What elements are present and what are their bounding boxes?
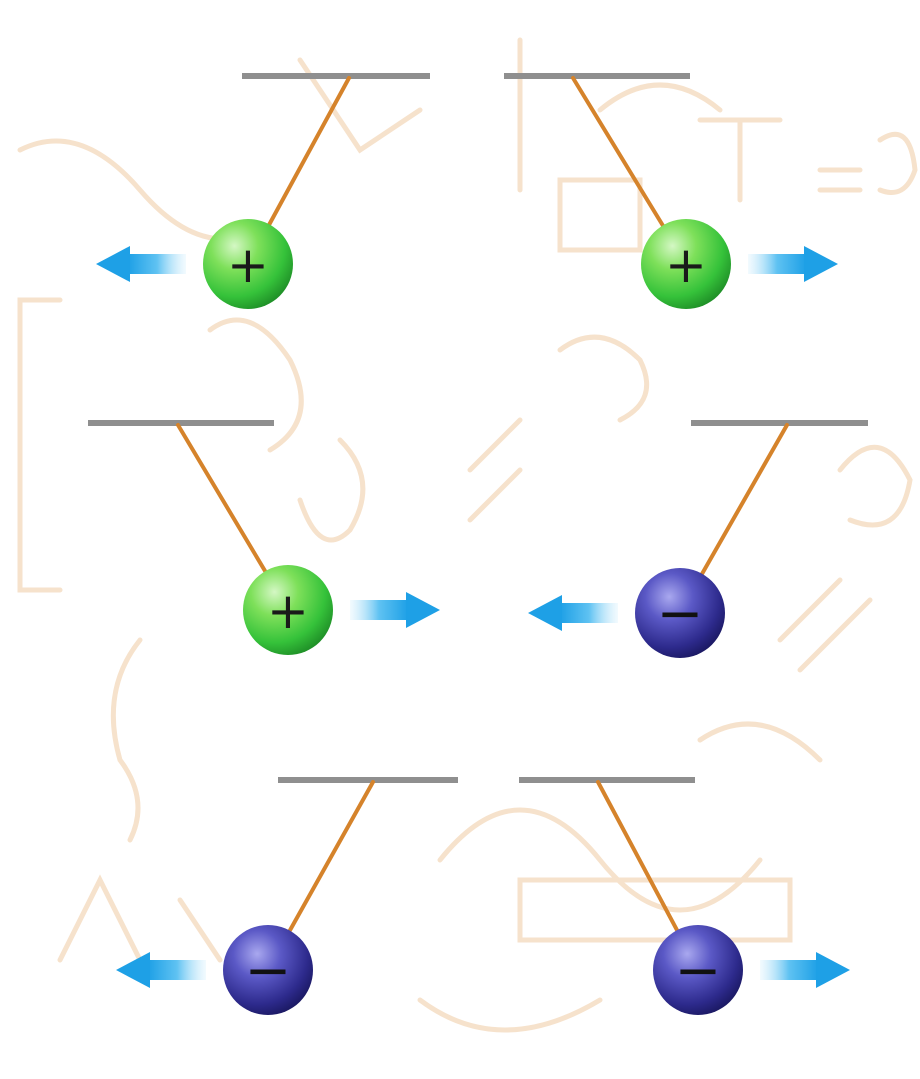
negative-charge-pendulum: − — [528, 420, 868, 658]
scene-2-attract: +− — [88, 420, 868, 658]
positive-charge-pendulum: + — [96, 73, 430, 309]
pendulum-string — [286, 780, 375, 935]
positive-charge-ball — [203, 219, 293, 309]
force-arrow-right — [748, 246, 838, 282]
arrow-head — [96, 246, 130, 282]
force-arrow-left — [116, 952, 206, 988]
force-arrow-right — [760, 952, 850, 988]
pendulum-string — [571, 76, 666, 230]
arrow-head — [116, 952, 150, 988]
plus-sign-icon: + — [267, 582, 309, 640]
minus-sign-icon: − — [675, 939, 722, 1004]
pendulum-string — [699, 423, 789, 578]
arrow-head — [804, 246, 838, 282]
force-arrow-right — [350, 592, 440, 628]
pendulum-string — [596, 780, 680, 934]
arrow-head — [528, 595, 562, 631]
arrow-shaft — [350, 600, 408, 620]
charge-scenes: +++−−− — [88, 73, 868, 1015]
negative-charge-pendulum: − — [116, 777, 458, 1015]
arrow-shaft — [748, 254, 806, 274]
positive-charge-ball — [243, 565, 333, 655]
positive-charge-pendulum: + — [504, 73, 838, 309]
background-watermark — [17, 37, 918, 1033]
arrow-head — [816, 952, 850, 988]
plus-sign-icon: + — [665, 236, 707, 294]
scene-1-repel: ++ — [96, 73, 838, 309]
minus-sign-icon: − — [657, 582, 704, 647]
arrow-head — [406, 592, 440, 628]
negative-charge-ball — [223, 925, 313, 1015]
force-arrow-left — [528, 595, 618, 631]
arrow-shaft — [560, 603, 618, 623]
arrow-shaft — [128, 254, 186, 274]
minus-sign-icon: − — [245, 939, 292, 1004]
arrow-shaft — [760, 960, 818, 980]
negative-charge-ball — [635, 568, 725, 658]
plus-sign-icon: + — [227, 236, 269, 294]
pendulum-string — [266, 76, 351, 229]
negative-charge-pendulum: − — [519, 777, 850, 1015]
positive-charge-ball — [641, 219, 731, 309]
positive-charge-pendulum: + — [88, 420, 440, 655]
scene-3-repel: −− — [116, 777, 850, 1015]
pendulum-string — [176, 423, 269, 575]
arrow-shaft — [148, 960, 206, 980]
negative-charge-ball — [653, 925, 743, 1015]
force-arrow-left — [96, 246, 186, 282]
